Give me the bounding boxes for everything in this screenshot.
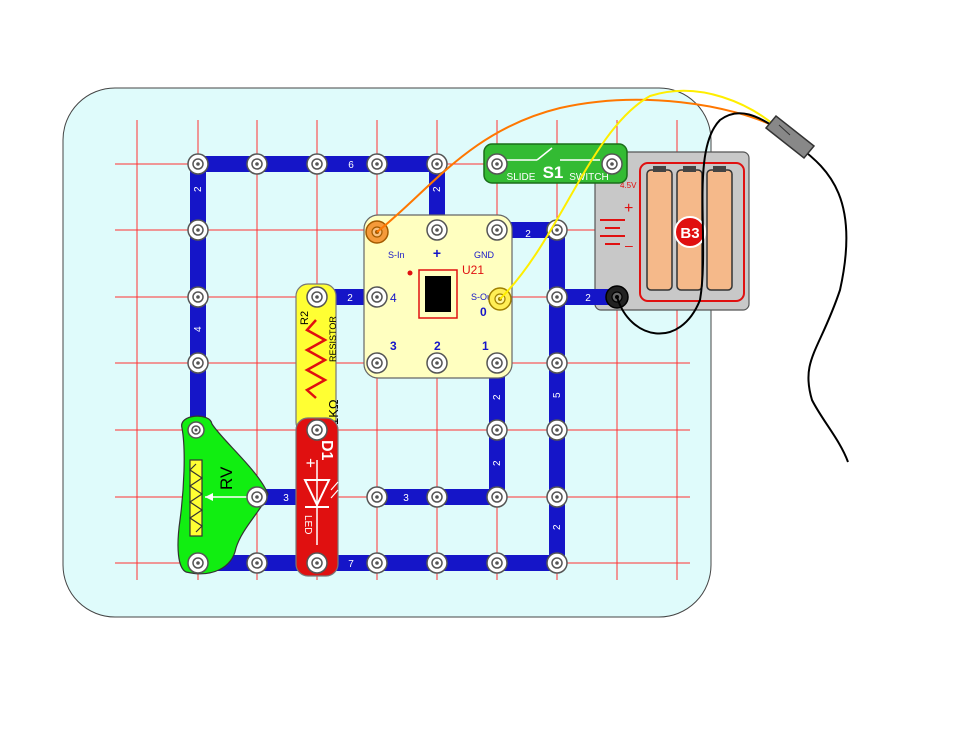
resistor-name-label: R2 <box>299 311 311 325</box>
wire-label-left-top-2: 2 <box>193 186 204 192</box>
wire-label-center-2: 2 <box>432 186 443 192</box>
ic-pin0-label: 0 <box>480 305 487 319</box>
wire-label-mid-col-2b: 2 <box>492 460 503 466</box>
led-type-label: LED <box>302 515 313 534</box>
wire-label-mid-col-2a: 2 <box>492 394 503 400</box>
ic-pin2-label: 2 <box>434 339 441 353</box>
battery-name-label: B3 <box>680 225 699 242</box>
ic-gnd-label: GND <box>474 250 495 260</box>
battery-minus-label: – <box>625 237 633 253</box>
resistor-type-label: RESISTOR <box>328 316 338 362</box>
black-output-cable <box>798 146 848 462</box>
led-plus-label: + <box>301 458 320 468</box>
wire-label-r2-2: 2 <box>347 293 353 304</box>
wire-label-battery-2: 2 <box>585 293 591 304</box>
rv-name-label: RV <box>217 466 236 490</box>
ic-name-label: U21 <box>462 263 484 277</box>
battery-plus-label: + <box>624 200 633 217</box>
audio-plug-connector <box>766 116 814 158</box>
wire-label-rv-3: 3 <box>283 493 289 504</box>
wire-label-left-4: 4 <box>193 326 204 332</box>
wire-label-gnd-2: 2 <box>525 229 531 240</box>
ic-plus-label: + <box>433 245 441 261</box>
switch-word-label: SWITCH <box>569 172 608 183</box>
wire-label-bottom-right-2: 2 <box>552 524 563 530</box>
wire-label-7: 7 <box>348 559 354 570</box>
ic-pin4-label: 4 <box>390 291 397 305</box>
wire-label-right-5: 5 <box>552 392 563 398</box>
ic-s-in-label: S-In <box>388 250 405 260</box>
wire-label-6: 6 <box>348 160 354 171</box>
ic-pin3-label: 3 <box>390 339 397 353</box>
switch-name-label: S1 <box>543 163 564 182</box>
ic-pin1-label: 1 <box>482 339 489 353</box>
switch-slide-label: SLIDE <box>507 172 536 183</box>
wire-label-mid-3: 3 <box>403 493 409 504</box>
